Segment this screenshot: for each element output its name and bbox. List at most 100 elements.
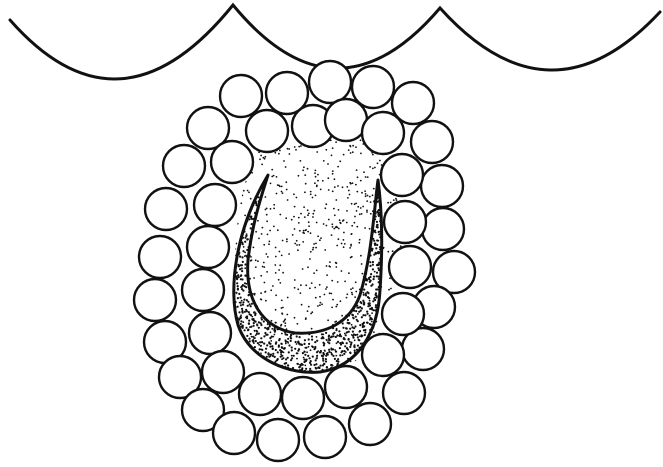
stipple-dot bbox=[299, 230, 301, 232]
band-dot bbox=[235, 329, 237, 331]
stipple-dot bbox=[278, 153, 280, 155]
stipple-dot bbox=[354, 203, 356, 205]
band-dot bbox=[235, 292, 237, 294]
stipple-dot bbox=[300, 292, 302, 294]
band-dot bbox=[361, 369, 363, 371]
stipple-dot bbox=[366, 200, 368, 202]
sphere-circle bbox=[362, 334, 404, 376]
stipple-dot bbox=[316, 151, 318, 153]
band-dot bbox=[288, 371, 290, 373]
band-dot bbox=[322, 342, 324, 344]
sphere-circle bbox=[325, 366, 367, 408]
band-dot bbox=[343, 350, 345, 352]
band-dot bbox=[271, 336, 273, 338]
stipple-dot bbox=[366, 211, 368, 213]
band-dot bbox=[274, 356, 276, 358]
band-dot bbox=[272, 347, 274, 349]
band-dot bbox=[259, 367, 261, 369]
sphere-circle bbox=[257, 419, 299, 461]
band-dot bbox=[290, 340, 292, 342]
stipple-dot bbox=[270, 208, 272, 210]
band-dot bbox=[227, 310, 229, 312]
stipple-dot bbox=[261, 164, 263, 166]
band-dot bbox=[252, 336, 254, 338]
band-dot bbox=[263, 335, 265, 337]
band-dot bbox=[375, 304, 377, 306]
band-dot bbox=[285, 358, 287, 360]
band-dot bbox=[233, 218, 235, 220]
band-dot bbox=[374, 242, 376, 244]
band-dot bbox=[353, 317, 355, 319]
stipple-dot bbox=[307, 310, 309, 312]
band-dot bbox=[248, 322, 250, 324]
band-dot bbox=[265, 348, 267, 350]
stipple-dot bbox=[288, 148, 290, 150]
stipple-dot bbox=[331, 155, 333, 157]
band-dot bbox=[375, 376, 377, 378]
stipple-dot bbox=[267, 365, 269, 367]
stipple-dot bbox=[402, 150, 404, 152]
band-dot bbox=[348, 339, 350, 341]
stipple-dot bbox=[244, 267, 246, 269]
band-dot bbox=[275, 349, 277, 351]
band-dot bbox=[263, 320, 265, 322]
band-dot bbox=[259, 348, 261, 350]
stipple-dot bbox=[237, 313, 239, 315]
band-dot bbox=[357, 345, 359, 347]
band-dot bbox=[241, 270, 243, 272]
band-dot bbox=[233, 321, 235, 323]
band-dot bbox=[246, 359, 248, 361]
band-dot bbox=[322, 364, 324, 366]
stipple-dot bbox=[324, 207, 326, 209]
band-dot bbox=[240, 350, 242, 352]
stipple-dot bbox=[357, 206, 359, 208]
stipple-dot bbox=[266, 208, 268, 210]
band-dot bbox=[254, 346, 256, 348]
band-dot bbox=[230, 240, 232, 242]
stipple-dot bbox=[298, 217, 300, 219]
band-dot bbox=[242, 304, 244, 306]
band-dot bbox=[348, 322, 350, 324]
band-dot bbox=[272, 374, 274, 376]
stipple-dot bbox=[367, 195, 369, 197]
band-dot bbox=[246, 351, 248, 353]
band-dot bbox=[342, 342, 344, 344]
stipple-dot bbox=[335, 355, 337, 357]
band-dot bbox=[232, 230, 234, 232]
band-dot bbox=[283, 376, 285, 378]
stipple-dot bbox=[351, 256, 353, 258]
stipple-dot bbox=[306, 351, 308, 353]
stipple-dot bbox=[364, 227, 366, 229]
stipple-dot bbox=[282, 192, 284, 194]
stipple-dot bbox=[351, 225, 353, 227]
band-dot bbox=[338, 330, 340, 332]
stipple-dot bbox=[278, 378, 280, 380]
stipple-dot bbox=[355, 184, 357, 186]
stipple-dot bbox=[358, 366, 360, 368]
band-dot bbox=[241, 267, 243, 269]
band-dot bbox=[237, 199, 239, 201]
band-dot bbox=[237, 288, 239, 290]
band-dot bbox=[301, 367, 303, 369]
stipple-dot bbox=[297, 288, 299, 290]
stipple-dot bbox=[294, 279, 296, 281]
band-dot bbox=[276, 359, 278, 361]
band-dot bbox=[239, 349, 241, 351]
band-dot bbox=[245, 345, 247, 347]
stipple-dot bbox=[296, 343, 298, 345]
band-dot bbox=[240, 297, 242, 299]
stipple-dot bbox=[348, 272, 350, 274]
band-dot bbox=[346, 328, 348, 330]
stipple-dot bbox=[308, 346, 310, 348]
band-dot bbox=[251, 303, 253, 305]
band-dot bbox=[230, 271, 232, 273]
band-dot bbox=[246, 367, 248, 369]
band-dot bbox=[258, 327, 260, 329]
stipple-dot bbox=[263, 244, 265, 246]
stipple-dot bbox=[335, 306, 337, 308]
band-dot bbox=[363, 301, 365, 303]
stipple-dot bbox=[392, 250, 394, 252]
band-dot bbox=[340, 351, 342, 353]
band-dot bbox=[232, 319, 234, 321]
band-dot bbox=[241, 288, 243, 290]
